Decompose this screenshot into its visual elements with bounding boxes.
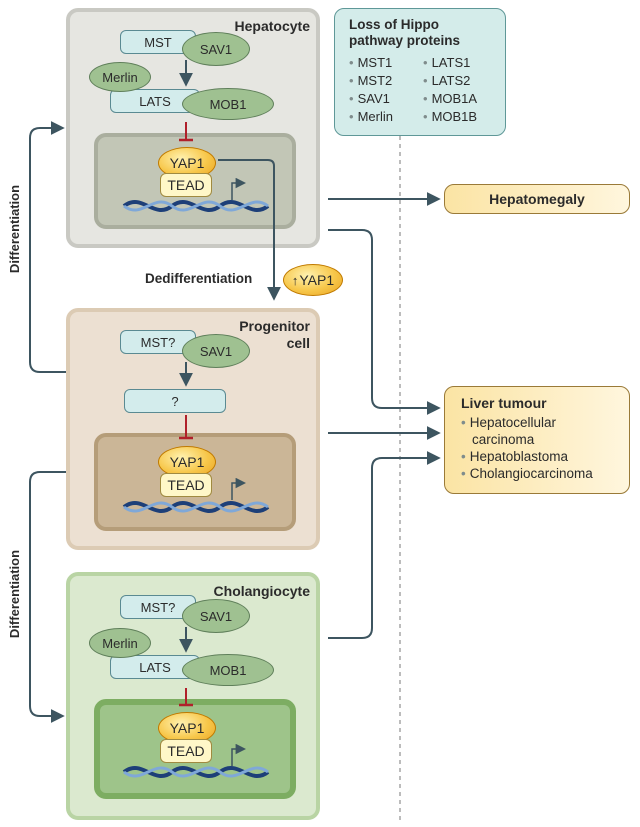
cholangiocyte-mst: MST? — [120, 595, 196, 619]
progenitor-title-line1: Progenitor — [239, 318, 310, 334]
liver-tumour-box: Liver tumour •Hepatocellular carcinoma •… — [444, 386, 630, 494]
cholangio-to-tumour-arrow — [328, 451, 441, 639]
transcription-start-icon — [231, 177, 247, 200]
liver-tumour-item-cont: carcinoma — [472, 432, 535, 447]
loss-title-line2: pathway proteins — [349, 33, 461, 48]
liver-tumour-item: •Hepatocellular — [461, 415, 557, 430]
transcription-start-icon — [231, 477, 247, 500]
hepatocyte-to-tumour-arrow — [328, 229, 441, 415]
hepatocyte-mob1: MOB1 — [182, 88, 274, 120]
liver-tumour-title: Liver tumour — [461, 395, 547, 411]
loss-item: •MOB1A — [423, 91, 478, 106]
yap1-export-arrow — [218, 159, 281, 301]
dedifferentiation-label: Dedifferentiation — [145, 271, 253, 286]
progenitor-yap1: YAP1 — [158, 446, 216, 478]
inhibit-icon — [179, 688, 193, 707]
loss-item: •SAV1 — [349, 91, 390, 106]
hepatocyte-tead: TEAD — [160, 173, 212, 197]
loss-item: •MST2 — [349, 73, 393, 88]
cholangiocyte-sav1: SAV1 — [182, 599, 250, 633]
dna-helix-icon — [122, 765, 270, 779]
up-arrow-icon: ↑ — [291, 272, 299, 288]
hepatomegaly-box: Hepatomegaly — [444, 184, 630, 214]
liver-tumour-item: •Cholangiocarcinoma — [461, 466, 593, 481]
progenitor-title-line2: cell — [286, 335, 310, 351]
loss-title-line1: Loss of Hippo — [349, 17, 439, 32]
differentiation-up-arrow — [29, 121, 66, 373]
cholangiocyte-tead: TEAD — [160, 739, 212, 763]
dna-helix-icon — [122, 199, 270, 213]
differentiation-down-arrow — [29, 471, 66, 723]
inhibit-icon — [179, 122, 193, 142]
progenitor-tead: TEAD — [160, 473, 212, 497]
dna-helix-icon — [122, 500, 270, 514]
cholangiocyte-title: Cholangiocyte — [213, 583, 310, 599]
yap1-increase-badge: ↑ YAP1 — [283, 264, 343, 296]
liver-tumour-item: •Hepatoblastoma — [461, 449, 569, 464]
cholangiocyte-mob1: MOB1 — [182, 654, 274, 686]
hepatocyte-merlin: Merlin — [89, 62, 151, 92]
loss-item: •MST1 — [349, 55, 393, 70]
loss-of-hippo-box: Loss of Hippo pathway proteins •MST1 •MS… — [334, 8, 506, 136]
transcription-start-icon — [231, 743, 247, 766]
hepatomegaly-label: Hepatomegaly — [489, 191, 585, 207]
hepatocyte-sav1: SAV1 — [182, 32, 250, 66]
hepatocyte-title: Hepatocyte — [234, 18, 310, 34]
loss-item: •MOB1B — [423, 109, 478, 124]
progenitor-unknown-kinase: ? — [124, 389, 226, 413]
progenitor-mst: MST? — [120, 330, 196, 354]
loss-item: •LATS1 — [423, 55, 471, 70]
progenitor-sav1: SAV1 — [182, 334, 250, 368]
inhibit-icon — [179, 415, 193, 440]
cholangiocyte-merlin: Merlin — [89, 628, 151, 658]
loss-item: •Merlin — [349, 109, 393, 124]
loss-item: •LATS2 — [423, 73, 471, 88]
